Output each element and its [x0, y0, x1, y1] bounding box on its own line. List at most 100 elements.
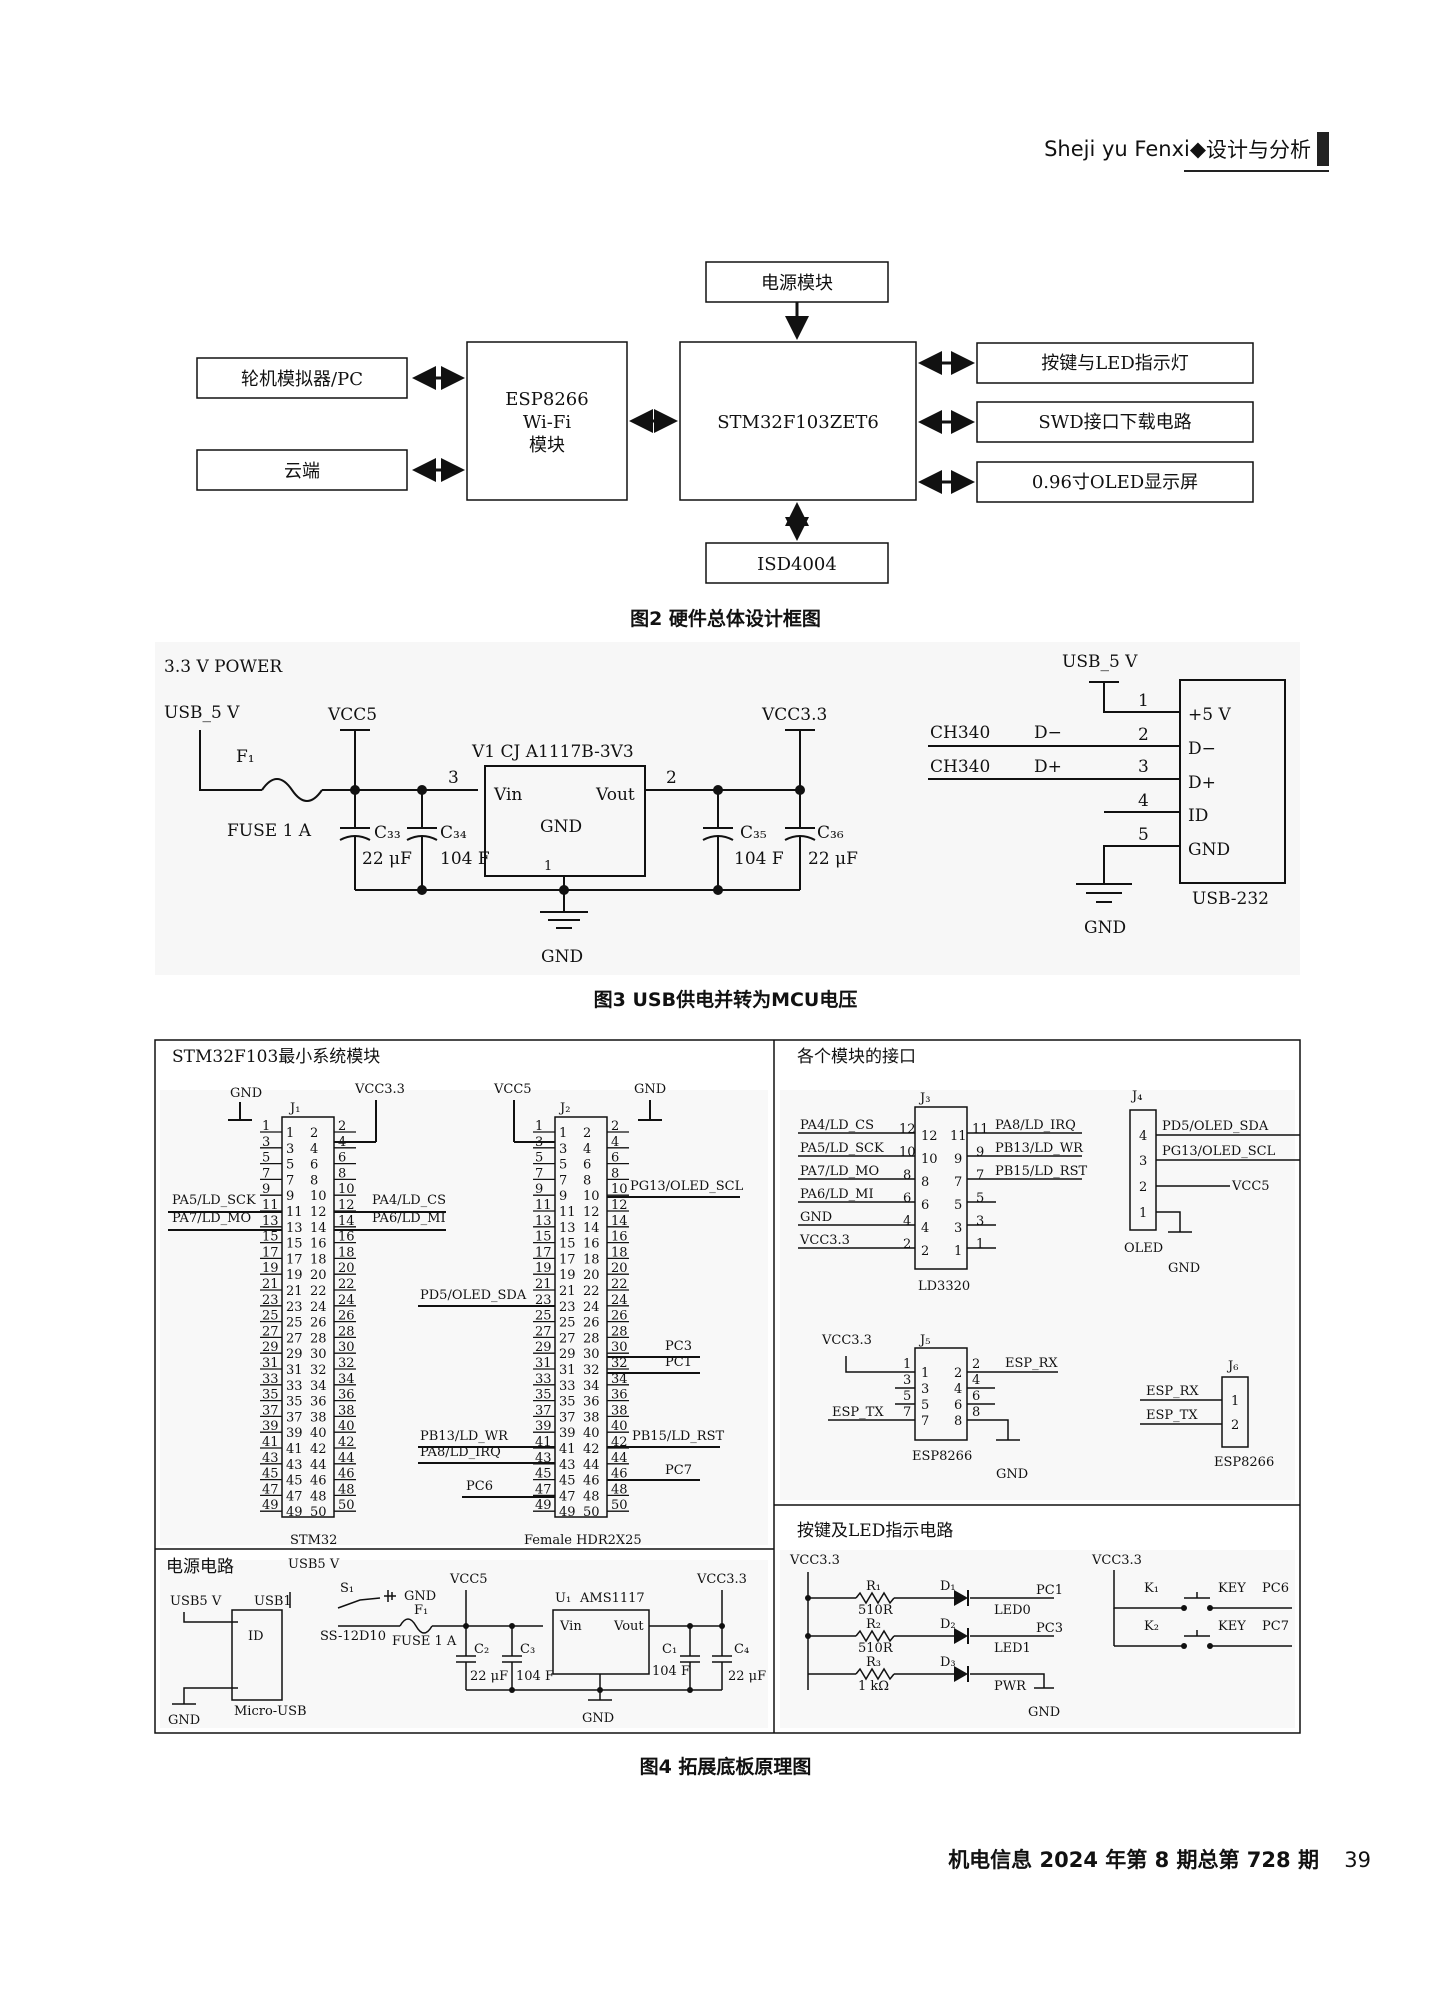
header-pin-number-outer: 47 [262, 1482, 279, 1497]
fig3-usb-top: USB_5 V [1062, 652, 1138, 672]
header-pin-number-inner: 22 [310, 1284, 327, 1299]
svg-text:5: 5 [903, 1389, 911, 1404]
header-pin-number-outer: 37 [262, 1403, 279, 1418]
header-pin-number-inner: 23 [559, 1300, 576, 1315]
svg-text:2: 2 [954, 1366, 962, 1381]
header-pin-number-inner: 11 [286, 1205, 303, 1220]
header-pin-number-inner: 19 [559, 1268, 576, 1283]
header-pin-number-outer: 50 [611, 1498, 628, 1513]
header-pin-number-outer: 7 [535, 1166, 543, 1181]
header-pin-number-outer: 12 [338, 1198, 355, 1213]
header-pin-number-outer: 31 [535, 1356, 552, 1371]
kl-pc3: PC3 [1036, 1621, 1063, 1636]
pw-switch-gnd: GND [404, 1589, 436, 1604]
svg-text:4: 4 [954, 1382, 962, 1397]
j1-gnd: GND [230, 1086, 262, 1101]
esp-label-2: Wi-Fi [523, 412, 572, 433]
j1-pa4: PA4/LD_CS [372, 1193, 446, 1208]
fig3-gnd: GND [541, 947, 583, 967]
mcu-box [679, 341, 917, 501]
header-pin-number-inner: 1 [559, 1126, 567, 1141]
header-pin-number-inner: 22 [583, 1284, 600, 1299]
header-pin-number-outer: 42 [338, 1435, 355, 1450]
header-pin-number-inner: 44 [583, 1458, 600, 1473]
j3-pa8: PA8/LD_IRQ [995, 1118, 1076, 1133]
pw-vin: Vin [559, 1619, 582, 1634]
header-pin-number-outer: 27 [262, 1324, 279, 1339]
header-pin-number-outer: 29 [262, 1340, 279, 1355]
header-pin-number-outer: 10 [611, 1182, 628, 1197]
header-pin-number-inner: 47 [286, 1489, 303, 1504]
header-pin-number-inner: 29 [559, 1347, 576, 1362]
header-pin-number-inner: 47 [559, 1489, 576, 1504]
header-pin-number-outer: 11 [262, 1198, 279, 1213]
j3-pa5: PA5/LD_SCK [800, 1141, 884, 1156]
fig4-power-circuit: 电源电路 [166, 1557, 234, 1577]
j2-pb15: PB15/LD_RST [632, 1429, 724, 1444]
header-pin-number-inner: 8 [583, 1173, 591, 1188]
j1-pa5: PA5/LD_SCK [172, 1193, 256, 1208]
kl-led1: LED1 [994, 1641, 1031, 1656]
fig3-vcc33: VCC3.3 [761, 705, 827, 725]
header-pin-number-outer: 41 [262, 1435, 279, 1450]
fig4-min-sys: STM32F103最小系统模块 [172, 1047, 380, 1067]
header-pin-number-inner: 7 [559, 1173, 567, 1188]
svg-text:5: 5 [976, 1191, 984, 1206]
j6-esp-tx: ESP_TX [1146, 1408, 1198, 1423]
header-pin-number-outer: 39 [535, 1419, 552, 1434]
header-pin-number-inner: 13 [286, 1221, 303, 1236]
j6-ref: J₆ [1226, 1359, 1238, 1374]
svg-text:5: 5 [921, 1398, 929, 1413]
header-pin-number-inner: 26 [310, 1316, 327, 1331]
header-pin-number-inner: 5 [286, 1158, 294, 1173]
j4-pd5: PD5/OLED_SDA [1162, 1119, 1269, 1134]
header-pin-number-inner: 7 [286, 1173, 294, 1188]
svg-text:3: 3 [903, 1373, 911, 1388]
j4-gnd: GND [1168, 1261, 1200, 1276]
header-pin-number-inner: 50 [583, 1505, 600, 1520]
header-pin-number-inner: 12 [583, 1205, 600, 1220]
kl-pc1: PC1 [1036, 1583, 1063, 1598]
header-pin-number-outer: 11 [535, 1198, 552, 1213]
header-pin-number-outer: 35 [535, 1388, 552, 1403]
header-pin-number-inner: 27 [286, 1331, 303, 1346]
esp8266-box [466, 341, 628, 501]
header-pin-number-inner: 13 [559, 1221, 576, 1236]
fig3-pin-5: 5 [1138, 825, 1149, 845]
j1-pa7: PA7/LD_MO [172, 1211, 251, 1226]
header-pin-number-inner: 5 [559, 1158, 567, 1173]
header-pin-number-outer: 9 [262, 1182, 270, 1197]
pw-c3-val: 104 F [516, 1669, 554, 1684]
svg-text:6: 6 [903, 1191, 911, 1206]
j4-ref: J₄ [1130, 1089, 1142, 1104]
svg-text:8: 8 [921, 1175, 929, 1190]
fig4-interfaces: 各个模块的接口 [797, 1047, 916, 1067]
svg-text:2: 2 [921, 1244, 929, 1259]
header-pin-number-outer: 44 [611, 1451, 628, 1466]
pw-ams: AMS1117 [579, 1591, 645, 1606]
header-pin-number-outer: 34 [611, 1372, 628, 1387]
header-pin-number-outer: 21 [262, 1277, 279, 1292]
kl-d1: D₁ [940, 1579, 956, 1594]
header-pin-number-inner: 43 [286, 1458, 303, 1473]
j5-esp-tx: ESP_TX [832, 1405, 884, 1420]
svg-text:2: 2 [972, 1357, 980, 1372]
header-pin-number-inner: 15 [286, 1237, 303, 1252]
svg-text:8: 8 [972, 1405, 980, 1420]
header-pin-number-inner: 6 [310, 1158, 318, 1173]
header-pin-number-inner: 48 [583, 1489, 600, 1504]
j5-ref: J₅ [918, 1333, 930, 1348]
header-pinyin: Sheji yu Fenxi [1044, 137, 1190, 161]
cloud-box [196, 449, 408, 491]
header-pin-number-outer: 2 [611, 1119, 619, 1134]
header-pin-number-inner: 40 [310, 1426, 327, 1441]
svg-text:3: 3 [921, 1382, 929, 1397]
j2-pa8: PA8/LD_IRQ [420, 1445, 501, 1460]
figure-3-schematic: 3.3 V POWER USB_5 V F₁ FUSE 1 A VCC5 VCC… [164, 652, 1286, 967]
svg-text:3: 3 [976, 1214, 984, 1229]
pw-vout: Vout [613, 1619, 644, 1634]
fig3-title: 3.3 V POWER [164, 657, 283, 677]
header-underline [1184, 170, 1329, 172]
j1-header-box [281, 1116, 335, 1518]
header-pin-number-outer: 20 [611, 1261, 628, 1276]
